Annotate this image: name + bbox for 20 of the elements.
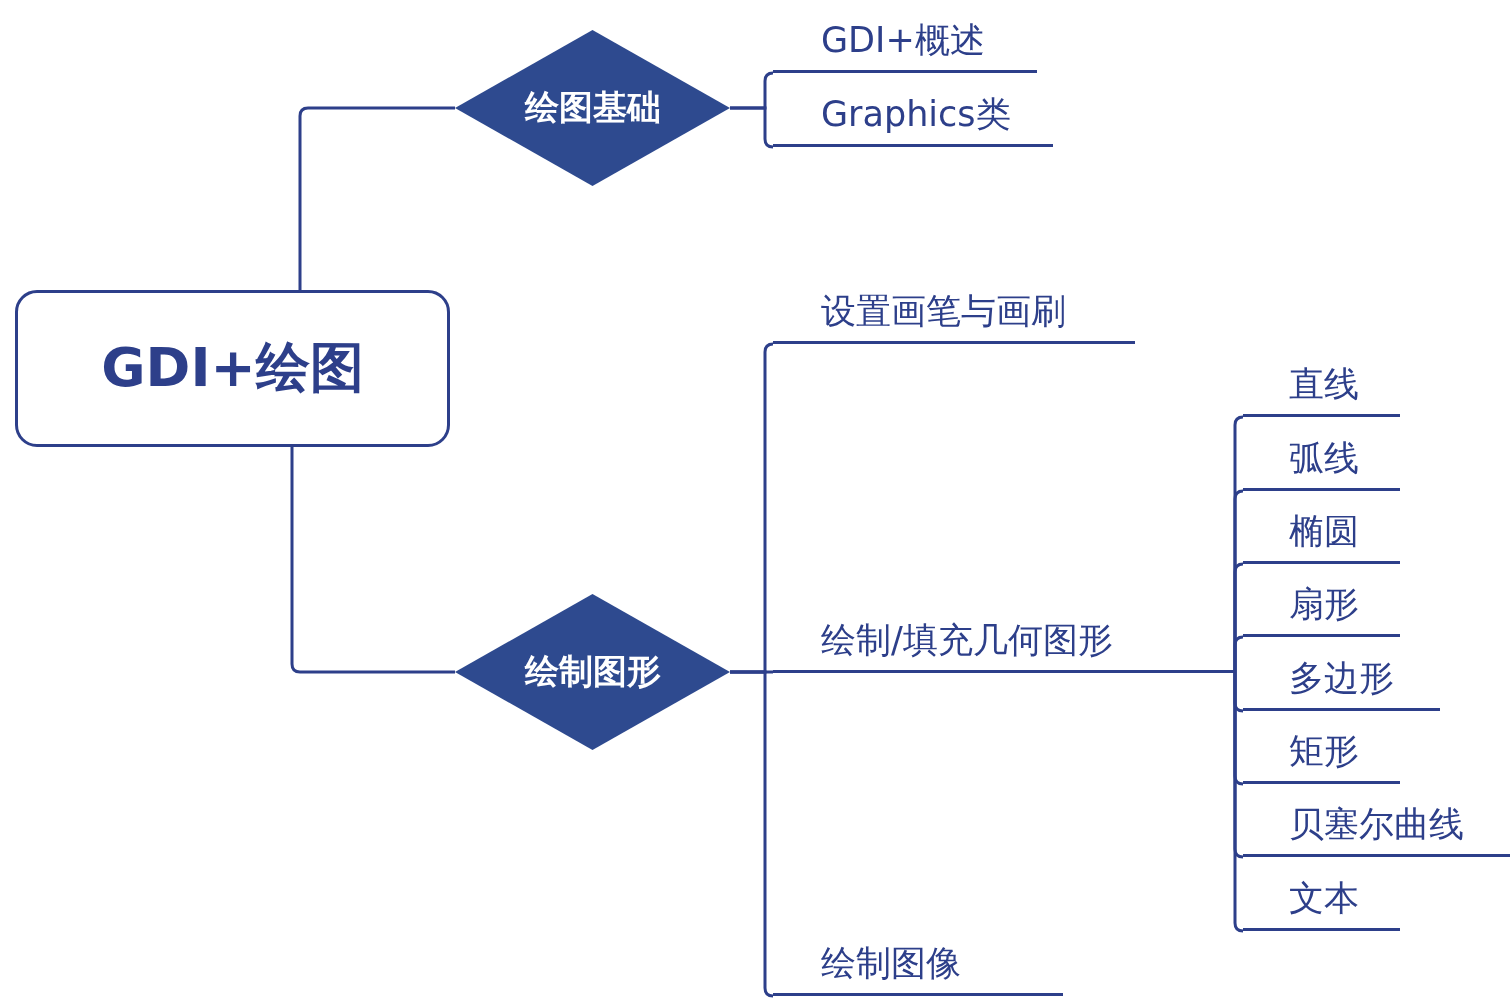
central-topic-box: GDI+绘图 <box>15 290 450 447</box>
topic-label: 弧线 <box>1243 428 1400 491</box>
topic-label: 扇形 <box>1243 574 1400 637</box>
topic-label: 多边形 <box>1243 648 1440 711</box>
topic-label: 椭圆 <box>1243 501 1400 564</box>
topic-label: 绘制图形 <box>524 650 661 693</box>
connector <box>290 447 455 674</box>
topic-label: 绘制图像 <box>773 933 1063 996</box>
connector <box>298 106 455 290</box>
connector <box>1233 635 1244 675</box>
topic-label: 绘图基础 <box>524 86 661 129</box>
topic-label: 矩形 <box>1243 721 1400 784</box>
topic-label: Graphics类 <box>773 84 1053 147</box>
topic-label: 直线 <box>1243 354 1400 417</box>
topic-label: 设置画笔与画刷 <box>773 281 1135 344</box>
connector <box>730 670 774 998</box>
topic-label: 贝塞尔曲线 <box>1243 794 1510 857</box>
topic-label: 绘制/填充几何图形 <box>773 610 1235 673</box>
topic-label: 文本 <box>1243 868 1400 931</box>
topic-label: GDI+概述 <box>773 10 1037 73</box>
